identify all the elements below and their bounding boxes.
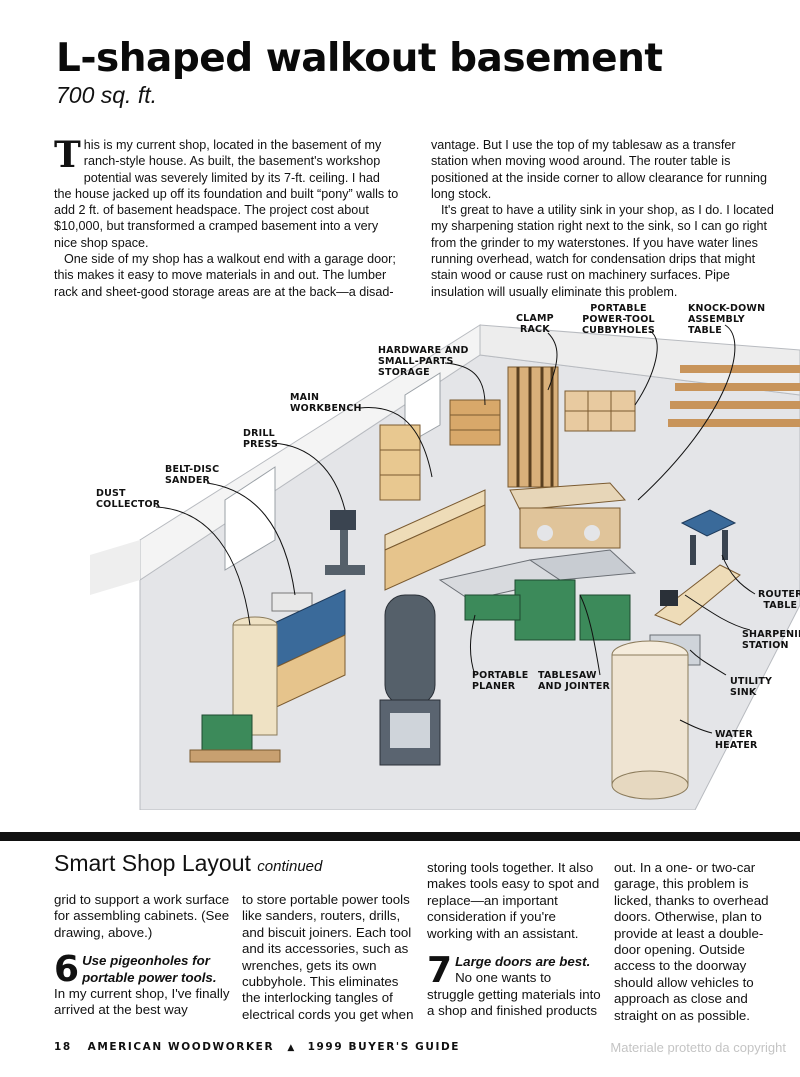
copyright-watermark: Materiale protetto da copyright [610, 1040, 786, 1055]
publication-name: AMERICAN WOODWORKER [87, 1041, 275, 1053]
hardware-storage [449, 399, 501, 446]
sharpening-station [653, 564, 741, 626]
body-paragraph: to store portable power tools like sande… [242, 892, 414, 1022]
back-wall [479, 324, 800, 396]
callout-assembly-table: KNOCK-DOWN ASSEMBLY TABLE [688, 303, 766, 336]
page-subtitle: 700 sq. ft. [56, 82, 158, 108]
main-workbench [379, 424, 486, 591]
intro-paragraph-2: One side of my shop has a walkout end wi… [54, 252, 396, 299]
band-saw [379, 594, 441, 766]
callout-water-heater: WATER HEATER [715, 729, 758, 751]
intro-paragraph-3: vantage. But I use the top of my tablesa… [431, 138, 768, 201]
portable-planer [464, 594, 521, 621]
callout-main-workbench: MAIN WORKBENCH [290, 392, 362, 414]
assembly-table [509, 482, 627, 549]
tip-6-text: In my current shop, I've finally arrived… [54, 986, 230, 1018]
tip-6-heading: Use pigeonholes for portable power tools… [82, 953, 217, 985]
lumber-rack [668, 365, 800, 427]
body-column-2: to store portable power tools like sande… [242, 892, 414, 1023]
body-paragraph: grid to support a work surface for assem… [54, 892, 230, 940]
shop-illustration [90, 324, 800, 810]
callout-clamp-rack: CLAMP RACK [516, 313, 554, 335]
belt-disc-sander [269, 589, 346, 711]
router-table [680, 509, 737, 565]
callout-router-table: ROUTER TABLE [758, 589, 800, 611]
body-paragraph: storing tools together. It also makes to… [427, 860, 600, 941]
page-number: 18 [54, 1041, 72, 1053]
drop-cap: T [54, 134, 81, 176]
section-continued: continued [257, 858, 323, 875]
body-column-1: grid to support a work surface for assem… [54, 892, 230, 1019]
section-title: Smart Shop Layout continued [54, 850, 322, 877]
drill-press [325, 510, 365, 575]
water-heater [611, 640, 689, 800]
callout-belt-disc-sander: BELT-DISC SANDER [165, 464, 220, 486]
section-title-text: Smart Shop Layout [54, 850, 251, 876]
intro-paragraph-4: It's great to have a utility sink in you… [431, 203, 774, 299]
tip-6-number: 6 [54, 949, 80, 991]
dust-collector [189, 616, 281, 763]
tip-7-heading: Large doors are best. [455, 954, 591, 970]
callout-drill-press: DRILL PRESS [243, 428, 279, 450]
body-column-3: storing tools together. It also makes to… [427, 860, 602, 1020]
section-divider [0, 832, 800, 841]
callout-sharpening-station: SHARPENING STATION [742, 629, 800, 651]
triangle-icon: ▲ [287, 1043, 295, 1053]
tablesaw-jointer [438, 549, 637, 641]
callout-dust-collector: DUST COLLECTOR [96, 488, 161, 510]
body-column-4: out. In a one- or two-car garage, this p… [614, 860, 782, 1024]
left-wall-face [90, 540, 140, 595]
issue-name: 1999 BUYER'S GUIDE [307, 1041, 461, 1053]
callout-utility-sink: UTILITY SINK [730, 676, 773, 698]
page-title: L-shaped walkout basement [56, 36, 663, 81]
body-paragraph: out. In a one- or two-car garage, this p… [614, 860, 769, 1023]
intro-paragraph-1-text: his is my current shop, located in the b… [54, 138, 399, 250]
page-footer: 18 AMERICAN WOODWORKER ▲ 1999 BUYER'S GU… [54, 1041, 460, 1053]
clamp-rack [507, 366, 559, 488]
callout-hardware-storage: HARDWARE AND SMALL-PARTS STORAGE [378, 345, 469, 378]
tip-7-text: No one wants to struggle getting materia… [427, 970, 601, 1019]
callout-cubbyholes: PORTABLE POWER-TOOL CUBBYHOLES [582, 303, 655, 336]
intro-column-2: vantage. But I use the top of my tablesa… [431, 137, 776, 300]
tip-7-number: 7 [427, 950, 453, 992]
cubbyholes [564, 390, 636, 432]
callout-portable-planer: PORTABLE PLANER [472, 670, 529, 692]
callout-tablesaw-jointer: TABLESAW AND JOINTER [538, 670, 611, 692]
